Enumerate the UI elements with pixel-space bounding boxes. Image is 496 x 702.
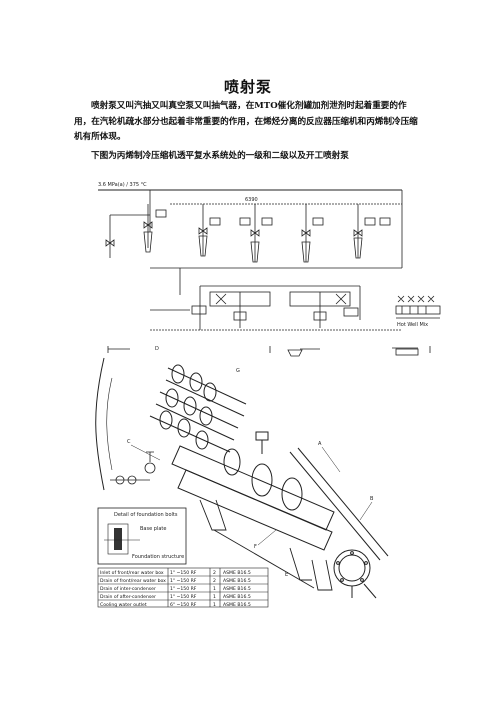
inter-condenser (209, 291, 271, 307)
condenser-shells (171, 431, 335, 551)
ejector-branch-2 (198, 204, 221, 257)
valve-row (105, 221, 363, 247)
svg-text:Drain of front/rear water box: Drain of front/rear water box (100, 578, 166, 584)
svg-text:1" ~150 RF: 1" ~150 RF (170, 570, 197, 576)
side-valves (110, 451, 156, 485)
table-row: Drain of inter-condenser 1" ~150 RF 1 AS… (100, 586, 251, 592)
callout-D: D (155, 346, 159, 352)
svg-text:Cooling water outlet: Cooling water outlet (100, 602, 147, 608)
hot-well-legend: Hot Well Mix (395, 295, 441, 328)
table-row: Drain of front/rear water box 1" ~150 RF… (100, 578, 251, 584)
svg-text:ASME B16.5: ASME B16.5 (223, 586, 251, 592)
svg-text:ASME B16.5: ASME B16.5 (223, 594, 251, 600)
ejector-assembly-drawing: A B C D E F G (95, 346, 431, 599)
table-row: Cooling water outlet 6" ~150 RF 1 ASME B… (100, 602, 251, 608)
svg-text:1" ~150 RF: 1" ~150 RF (170, 594, 197, 600)
callout-A: A (318, 441, 322, 447)
svg-text:ASME B16.5: ASME B16.5 (223, 578, 251, 584)
detail-label-foundation: Foundation structure (132, 554, 184, 560)
callout-labels: A B C D E F G (127, 346, 374, 578)
table-row: Drain of after-condenser 1" ~150 RF 1 AS… (100, 594, 251, 600)
svg-text:Inlet of front/rear water box: Inlet of front/rear water box (100, 570, 164, 576)
intro-paragraph: 喷射泵又叫汽抽又叫真空泵又叫抽气器，在MTO催化剂罐加剂泄剂时起着重要的作用，在… (74, 99, 422, 146)
steam-condition-label: 3.6 MPa(a) / 375 °C (98, 182, 147, 188)
document-title: 喷射泵 (223, 78, 272, 96)
svg-text:2: 2 (213, 570, 216, 576)
callout-C: C (127, 439, 131, 445)
svg-text:ASME B16.5: ASME B16.5 (223, 602, 251, 608)
svg-text:Drain of after-condenser: Drain of after-condenser (100, 594, 156, 600)
svg-text:1: 1 (213, 594, 216, 600)
ejector-nozzle-stack (149, 364, 247, 453)
callout-E: E (285, 572, 288, 578)
svg-text:1" ~150 RF: 1" ~150 RF (170, 578, 197, 584)
ejector-branch-5 (353, 204, 391, 259)
ejector-branch-4 (301, 204, 324, 263)
after-condenser (289, 291, 351, 307)
hot-well-label: Hot Well Mix (397, 322, 428, 328)
ejector-branch-3 (239, 204, 273, 263)
detail-label-base-plate: Base plate (140, 526, 166, 532)
callout-G: G (236, 368, 240, 374)
connection-table: Inlet of front/rear water box 1" ~150 RF… (97, 567, 269, 608)
callout-B: B (370, 496, 374, 502)
svg-text:1" ~150 RF: 1" ~150 RF (170, 586, 197, 592)
intro-paragraph-text: 喷射泵又叫汽抽又叫真空泵又叫抽气器，在MTO催化剂罐加剂泄剂时起着重要的作用，在… (74, 101, 418, 142)
svg-text:Drain of inter-condenser: Drain of inter-condenser (100, 586, 156, 592)
svg-text:1: 1 (213, 586, 216, 592)
foundation-bolt-detail: Detail of foundation bolts Base plate Fo… (97, 507, 187, 565)
svg-text:6" ~150 RF: 6" ~150 RF (170, 602, 197, 608)
table-row: Inlet of front/rear water box 1" ~150 RF… (100, 570, 251, 576)
ejector-branch-1 (143, 204, 167, 253)
pid-diagram: 3.6 MPa(a) / 375 °C 6390 (98, 182, 441, 331)
figure-caption: 下图为丙烯制冷压缩机透平复水系统处的一级和二级以及开工喷射泵 (91, 151, 349, 161)
base-frame (199, 499, 333, 591)
end-flange (333, 549, 377, 599)
callout-F: F (254, 544, 257, 550)
detail-title: Detail of foundation bolts (114, 512, 178, 518)
svg-text:2: 2 (213, 578, 216, 584)
svg-text:ASME B16.5: ASME B16.5 (223, 570, 251, 576)
svg-text:1: 1 (213, 602, 216, 608)
line-number-label: 6390 (245, 197, 258, 203)
